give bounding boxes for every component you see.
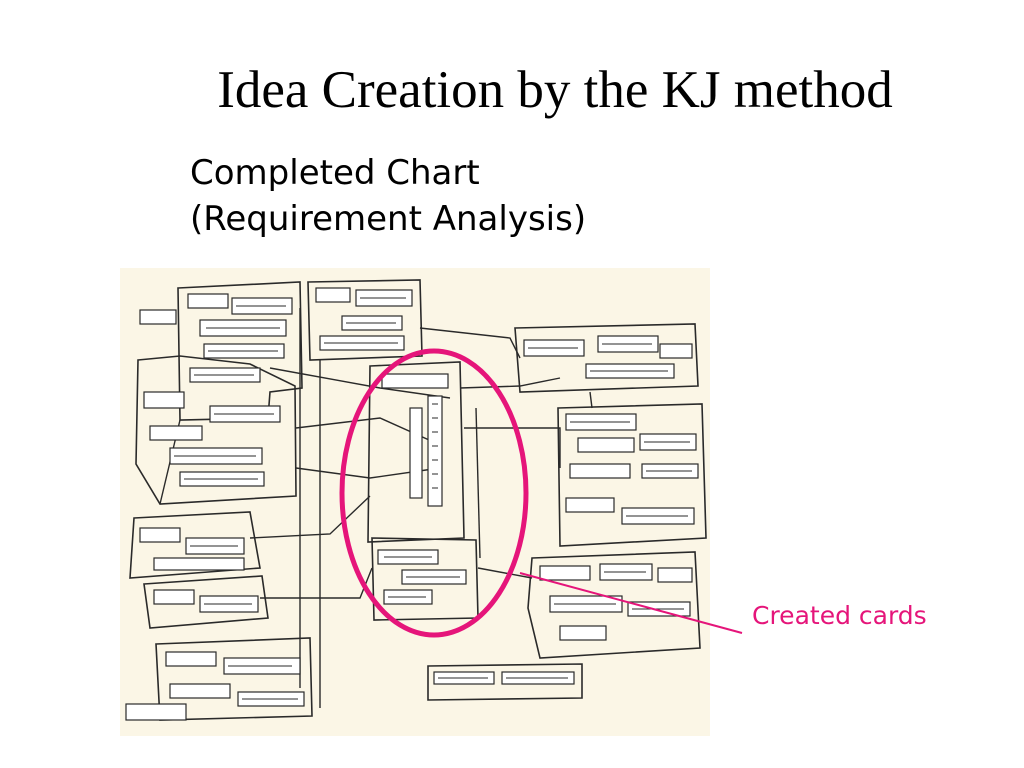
card	[659, 343, 693, 359]
card	[139, 527, 181, 543]
group-outline	[129, 511, 261, 579]
card	[559, 625, 607, 641]
group-outline	[155, 637, 313, 721]
card	[153, 557, 245, 571]
card-text-mark	[174, 413, 274, 480]
card-text-mark	[324, 297, 406, 344]
card	[657, 567, 693, 583]
card	[427, 395, 443, 507]
callout-label: Created cards	[752, 601, 927, 630]
group-outline	[427, 663, 583, 701]
card-text-mark	[194, 305, 286, 376]
card	[125, 703, 187, 721]
card	[577, 437, 635, 453]
card	[143, 391, 185, 409]
connector-line	[589, 391, 593, 409]
slide-title: Idea Creation by the KJ method	[217, 61, 893, 119]
slide-subtitle: Completed Chart (Requirement Analysis)	[190, 150, 586, 242]
card	[187, 293, 229, 309]
card-text-mark	[528, 343, 668, 372]
card	[165, 651, 217, 667]
subtitle-line-1: Completed Chart	[190, 153, 480, 193]
card-text-mark	[570, 421, 692, 517]
kj-chart-scan	[120, 268, 710, 736]
group-outline	[135, 355, 297, 505]
card	[169, 683, 231, 699]
card	[315, 287, 351, 303]
card-text-mark	[190, 545, 298, 700]
group-outline	[143, 575, 269, 629]
card	[539, 565, 591, 581]
card	[409, 407, 423, 499]
card	[153, 589, 195, 605]
subtitle-line-2: (Requirement Analysis)	[190, 199, 587, 239]
card	[381, 373, 449, 389]
group-outline	[557, 403, 707, 547]
card	[139, 309, 177, 325]
card	[569, 463, 631, 479]
card	[149, 425, 203, 441]
card	[565, 497, 615, 513]
